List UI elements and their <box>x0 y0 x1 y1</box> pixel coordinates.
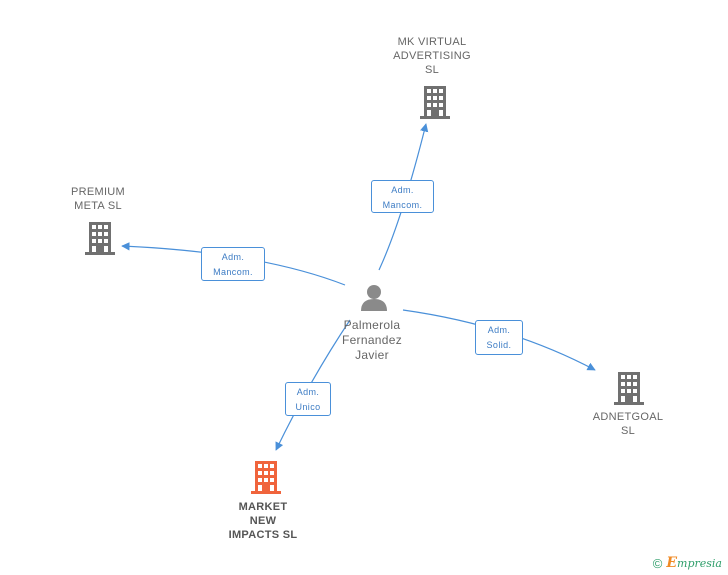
node-label-adnet[interactable]: ADNETGOAL SL <box>592 411 664 437</box>
building-icon[interactable] <box>614 372 644 405</box>
node-label-mk[interactable]: MK VIRTUAL ADVERTISING SL <box>393 36 471 76</box>
empresia-logo: Empresia <box>666 555 722 571</box>
node-label-premium[interactable]: PREMIUM META SL <box>70 186 126 212</box>
edge-label-to-mk[interactable]: Adm. Mancom. <box>371 180 434 213</box>
empresia-brand[interactable]: © Empresia <box>653 555 722 571</box>
edge-label-to-adnet[interactable]: Adm. Solid. <box>475 320 523 355</box>
edge-label-to-premium[interactable]: Adm. Mancom. <box>201 247 265 281</box>
edge-label-to-market[interactable]: Adm. Unico <box>285 382 331 416</box>
building-icon[interactable] <box>85 222 115 255</box>
building-icon[interactable] <box>420 86 450 119</box>
copyright-symbol: © <box>652 555 663 571</box>
person-icon[interactable] <box>361 285 387 311</box>
building-icon[interactable] <box>251 461 281 494</box>
node-label-market[interactable]: MARKET NEW IMPACTS SL <box>228 501 298 541</box>
node-label-person[interactable]: Palmerola Fernandez Javier <box>341 318 403 362</box>
